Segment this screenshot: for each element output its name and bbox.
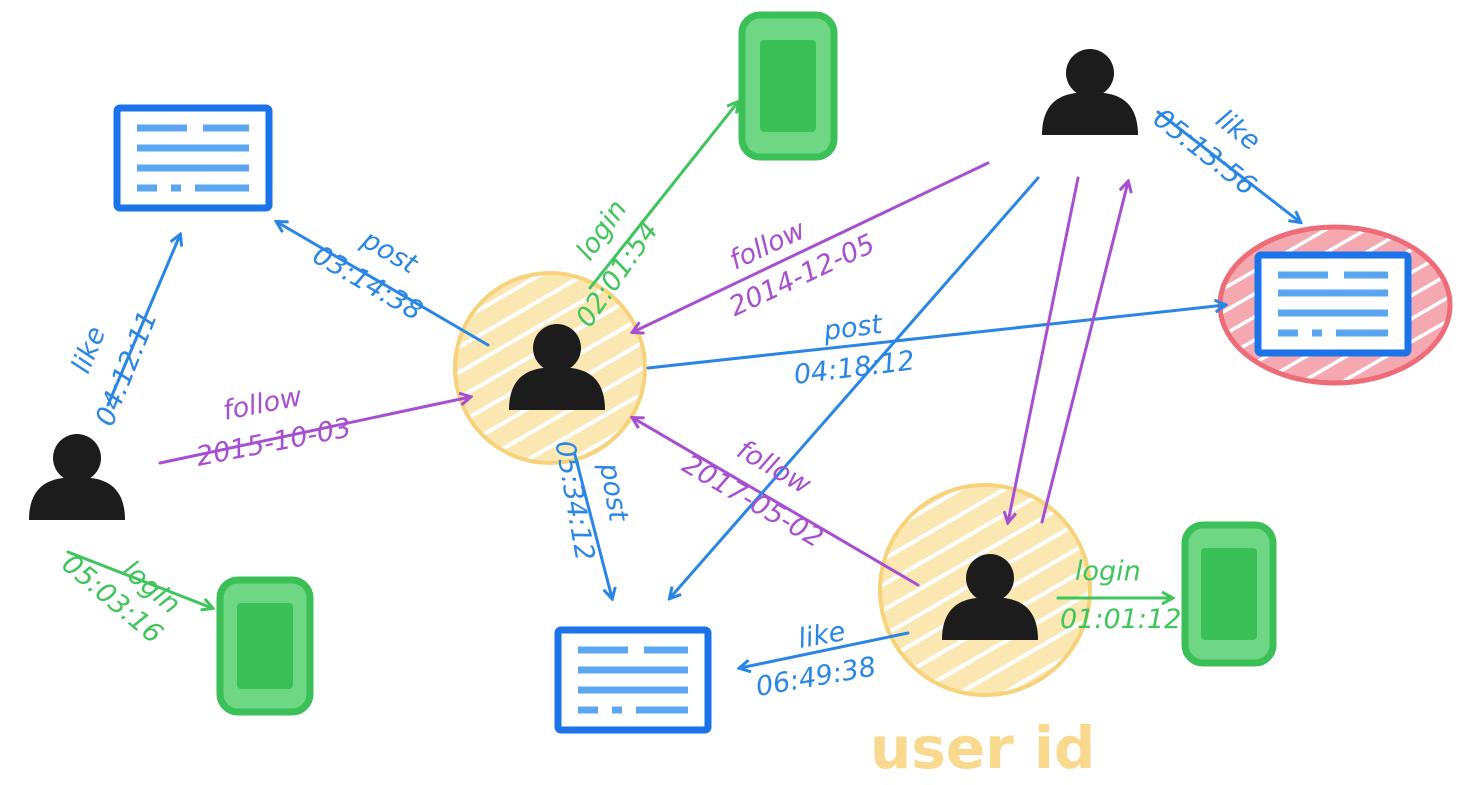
edge-post-center-to-bottom-doc — [573, 453, 612, 598]
phone-icon — [738, 11, 838, 161]
user-icon — [29, 434, 125, 520]
post-document-icon — [554, 626, 712, 734]
phone-icon — [216, 576, 314, 716]
edge-follow-topright-to-center — [633, 161, 990, 332]
edge-bottomright-to-topright — [1040, 182, 1128, 524]
edge-label-follow-left: follow 2015-10-03 — [194, 381, 354, 473]
svg-text:like: like — [796, 616, 848, 655]
highlight-caption: user id — [870, 714, 1095, 782]
post-document-icon — [1254, 251, 1412, 357]
edge-topright-to-bottomright — [1008, 176, 1080, 522]
edge-like-left-to-post — [106, 235, 180, 407]
edge-label-follow-bottomright: follow 2017-05-02 — [677, 434, 828, 554]
svg-text:follow: follow — [220, 381, 305, 427]
user-icon — [1042, 49, 1138, 135]
edge-like-bottomright-to-bottom-doc — [740, 631, 910, 668]
svg-text:06:49:38: 06:49:38 — [754, 651, 879, 703]
edge-follow-bottomright-to-center — [633, 418, 920, 587]
edge-label-like-left: like 04:12:11 — [66, 306, 164, 430]
edge-login-left-to-phone — [66, 550, 212, 608]
post-document-icon — [113, 104, 273, 212]
edge-login-center-to-phone — [588, 102, 738, 290]
svg-text:post: post — [593, 460, 634, 525]
svg-text:01:01:12: 01:01:12 — [1060, 604, 1181, 635]
edge-follow-left-to-center — [158, 397, 470, 465]
edge-label-like-bottom: like 06:49:38 — [754, 616, 879, 703]
edge-label-post-right: post 04:18:12 — [792, 309, 916, 391]
svg-text:login: login — [1075, 556, 1141, 587]
svg-text:04:18:12: 04:18:12 — [792, 345, 916, 391]
edge-post-center-to-right-doc — [646, 305, 1225, 370]
svg-text:04:12:11: 04:12:11 — [90, 306, 164, 430]
svg-text:2015-10-03: 2015-10-03 — [194, 412, 354, 472]
edge-post-center-to-topleft-doc — [277, 222, 490, 347]
edge-label-login-bottomright: login 01:01:12 — [1060, 556, 1181, 635]
edge-topright-to-bottom-doc — [670, 176, 1040, 598]
edge-label-like-topright: like 05:13:56 — [1147, 103, 1266, 202]
svg-text:post: post — [821, 309, 885, 347]
svg-text:like: like — [66, 322, 112, 377]
phone-icon — [1181, 521, 1277, 667]
edge-label-login-left: login 05:03:16 — [56, 548, 186, 650]
edge-like-topright-to-right-doc — [1156, 110, 1300, 222]
svg-text:05:34:12: 05:34:12 — [549, 438, 601, 563]
